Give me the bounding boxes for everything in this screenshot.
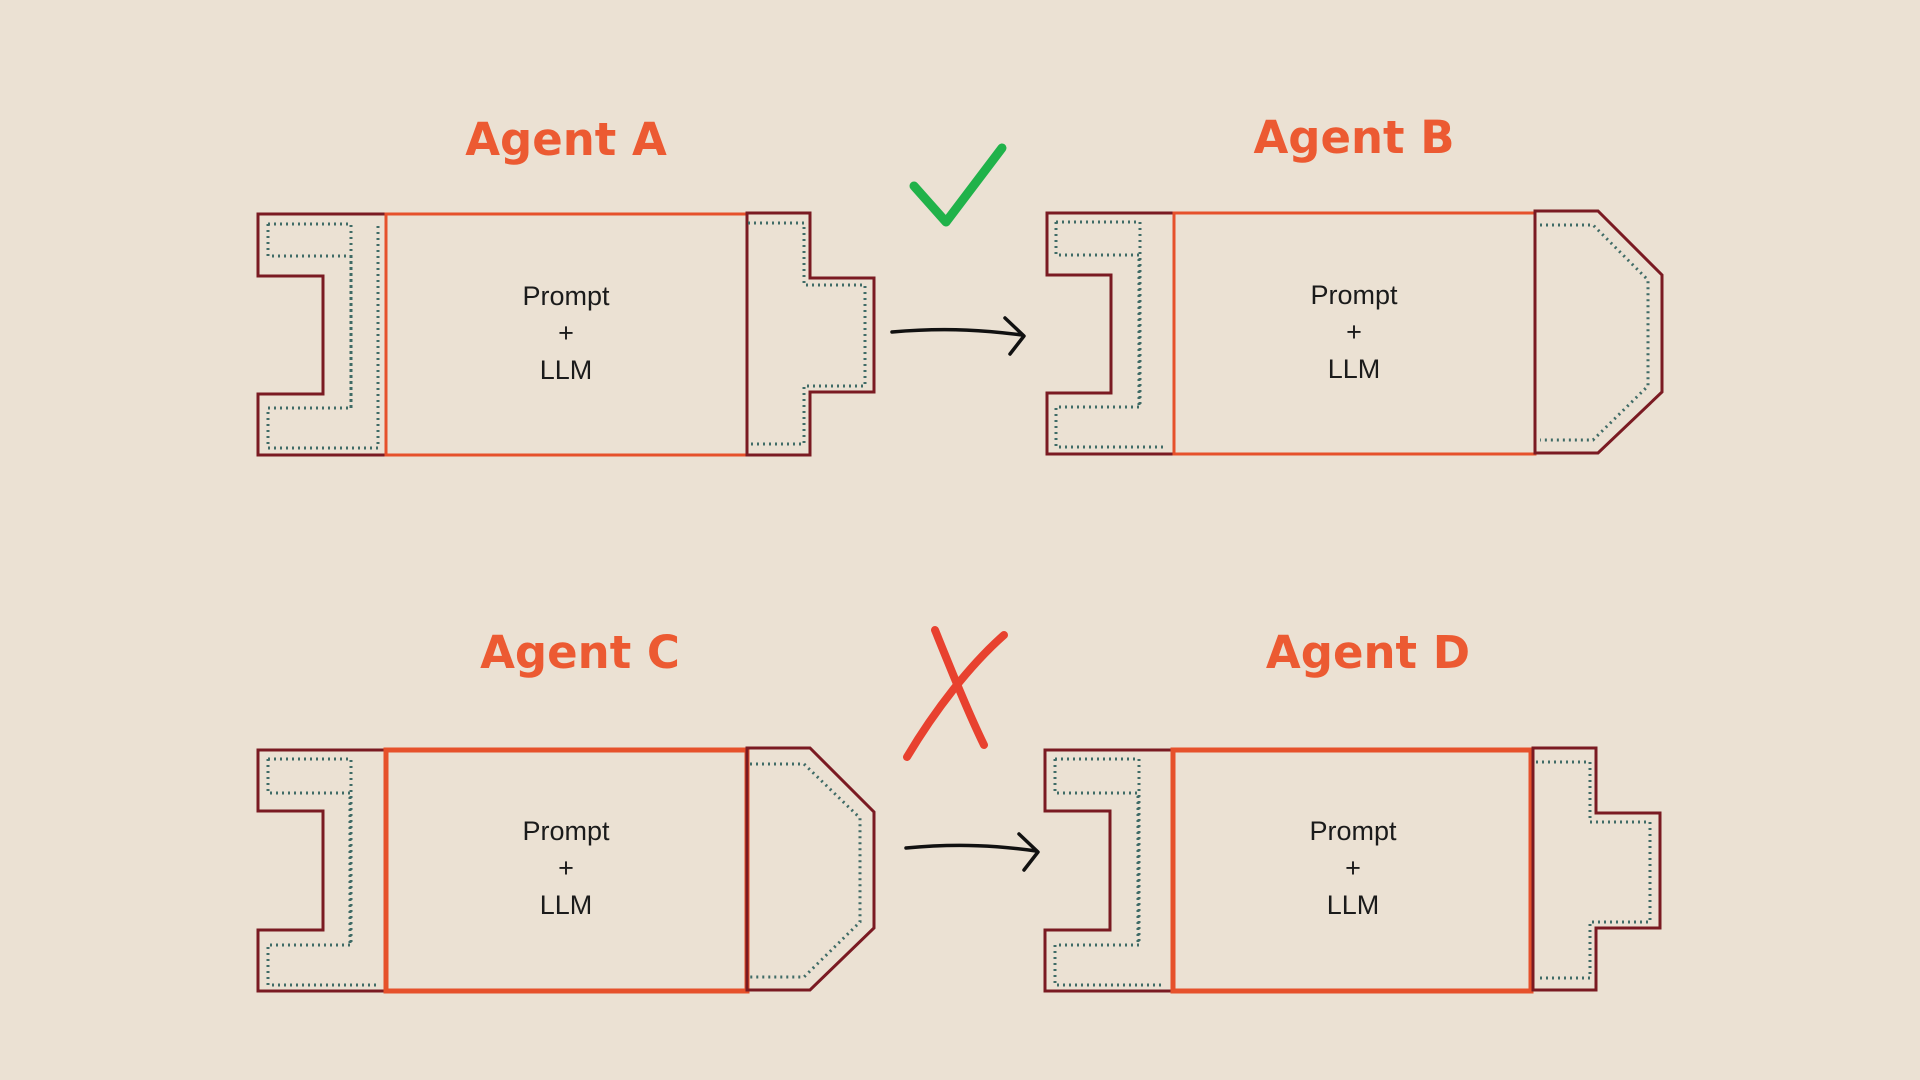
agent-b-plus-label: +: [1346, 317, 1362, 347]
agent-c-output-connector: [745, 746, 876, 992]
agent-c: Agent C Prompt + LLM: [256, 626, 876, 994]
agent-d-output-connector: [1531, 746, 1662, 992]
agent-d-title: Agent D: [1266, 626, 1470, 679]
agent-a-plus-label: +: [558, 318, 574, 348]
agent-d-body: [1170, 747, 1534, 994]
arrow-a-to-b: [890, 316, 1026, 356]
agent-c-plus-label: +: [558, 853, 574, 883]
agent-b-prompt-label: Prompt: [1310, 280, 1398, 310]
agent-b-llm-label: LLM: [1328, 354, 1381, 384]
check-icon: [909, 143, 1007, 227]
agent-b-title: Agent B: [1253, 111, 1454, 164]
agent-c-llm-label: LLM: [540, 890, 593, 920]
agent-d: Agent D Prompt + LLM: [1043, 626, 1662, 994]
agent-c-prompt-label: Prompt: [522, 816, 610, 846]
agent-c-input-connector: [256, 748, 388, 993]
agent-a-prompt-label: Prompt: [522, 281, 610, 311]
agent-a-input-connector: [256, 212, 388, 457]
agent-c-title: Agent C: [480, 626, 680, 679]
agent-d-input-connector: [1043, 748, 1175, 993]
agent-a-llm-label: LLM: [540, 355, 593, 385]
agent-d-plus-label: +: [1345, 853, 1361, 883]
agent-d-llm-label: LLM: [1327, 890, 1380, 920]
arrow-c-to-d: [904, 832, 1040, 872]
cross-icon: [903, 626, 1008, 761]
agent-b-output-connector: [1533, 209, 1664, 455]
agent-a: Agent A Prompt + LLM: [256, 113, 876, 457]
agent-a-output-connector: [745, 211, 876, 457]
agent-a-title: Agent A: [465, 113, 667, 166]
agent-b: Agent B Prompt + LLM: [1045, 111, 1664, 456]
agent-b-input-connector: [1045, 211, 1176, 456]
agent-d-prompt-label: Prompt: [1309, 816, 1397, 846]
